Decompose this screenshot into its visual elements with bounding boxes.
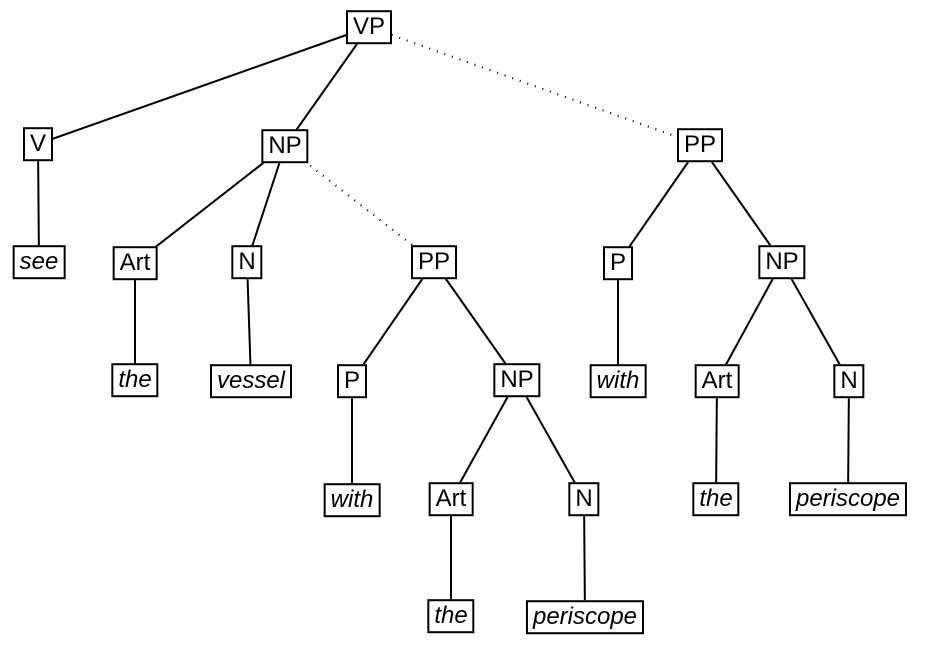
- tree-node-np3: NP: [758, 245, 806, 279]
- tree-node-see: see: [12, 245, 66, 279]
- tree-edge-pp1-np2: [433, 261, 518, 381]
- tree-node-v: V: [22, 127, 54, 161]
- tree-node-pp1: PP: [410, 245, 458, 279]
- tree-edge-n2-periscope2: [583, 498, 586, 618]
- tree-node-the2: the: [427, 599, 475, 633]
- tree-edge-np1-n1: [246, 145, 286, 263]
- tree-edge-np2-art2: [450, 379, 518, 500]
- tree-edge-pp2-p2: [617, 144, 701, 264]
- tree-node-periscope2: periscope: [525, 600, 645, 634]
- tree-node-pp2: PP: [676, 128, 724, 162]
- tree-edge-pp2-np3: [699, 144, 783, 263]
- tree-node-with2: with: [589, 364, 647, 398]
- tree-node-art1: Art: [112, 246, 158, 280]
- tree-edge-vp-np1: [284, 26, 370, 147]
- tree-edge-np2-n2: [516, 379, 585, 500]
- tree-node-n1: N: [231, 245, 263, 279]
- tree-node-the3: the: [692, 482, 740, 516]
- tree-edge-n3-periscope3: [847, 380, 850, 500]
- tree-node-n3: N: [833, 364, 865, 398]
- tree-edge-np1-art1: [134, 145, 286, 264]
- tree-node-p2: P: [602, 246, 634, 280]
- tree-node-np1: NP: [261, 129, 309, 163]
- tree-node-np2: NP: [493, 363, 541, 397]
- tree-node-the1: the: [111, 363, 159, 397]
- tree-edge-v-see: [37, 143, 40, 263]
- tree-node-art2: Art: [428, 482, 474, 516]
- tree-edge-np3-n3: [781, 261, 850, 382]
- tree-node-p1: P: [336, 364, 368, 398]
- tree-node-n2: N: [568, 482, 600, 516]
- tree-edge-pp1-p1: [351, 261, 435, 382]
- tree-node-art3: Art: [694, 364, 740, 398]
- tree-node-with1: with: [323, 483, 381, 517]
- tree-node-vp: VP: [345, 10, 393, 44]
- tree-node-periscope3: periscope: [788, 482, 908, 516]
- tree-edge-art3-the3: [715, 380, 718, 500]
- tree-edge-vp-v: [37, 26, 370, 145]
- tree-node-vessel: vessel: [209, 364, 293, 398]
- tree-edge-np3-art3: [716, 261, 783, 382]
- tree-edge-n1-vessel: [246, 261, 252, 382]
